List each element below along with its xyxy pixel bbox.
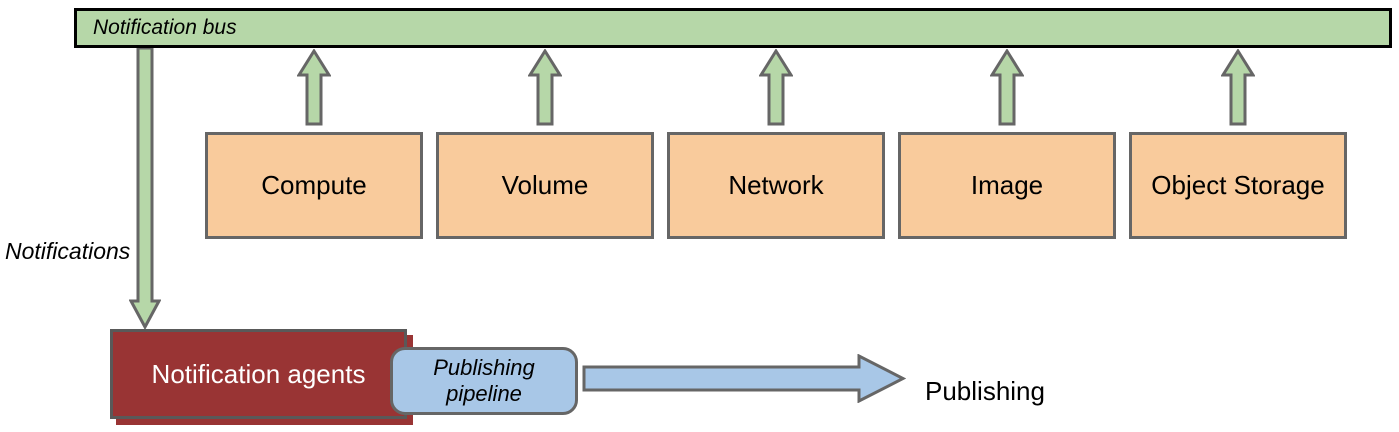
publishing-pipeline-box: Publishing pipeline xyxy=(390,347,578,415)
publishing-pipeline-label: Publishing pipeline xyxy=(433,354,535,406)
up-arrow-icon xyxy=(758,48,794,126)
publishing-output-label: Publishing xyxy=(925,376,1045,406)
up-arrow-icon xyxy=(527,48,563,126)
service-box-volume: Volume xyxy=(436,132,654,239)
notifications-flow-label: Notifications xyxy=(5,238,131,264)
notification-agents-box: Notification agents xyxy=(110,329,407,419)
service-label: Network xyxy=(728,170,824,200)
service-box-object-storage: Object Storage xyxy=(1129,132,1347,239)
up-arrow-icon xyxy=(1220,48,1256,126)
service-box-network: Network xyxy=(667,132,885,239)
notification-bus-bar: Notification bus xyxy=(74,8,1392,48)
down-arrow-icon xyxy=(128,46,162,331)
notification-agents-label: Notification agents xyxy=(151,358,366,389)
up-arrow-icon xyxy=(296,48,332,126)
right-arrow-icon xyxy=(582,353,907,404)
service-label: Object Storage xyxy=(1151,170,1325,200)
up-arrow-icon xyxy=(989,48,1025,126)
service-box-image: Image xyxy=(898,132,1116,239)
service-label: Volume xyxy=(501,170,589,200)
service-box-compute: Compute xyxy=(205,132,423,239)
service-label: Compute xyxy=(261,170,367,200)
notification-bus-label: Notification bus xyxy=(93,16,237,39)
service-label: Image xyxy=(970,170,1044,200)
